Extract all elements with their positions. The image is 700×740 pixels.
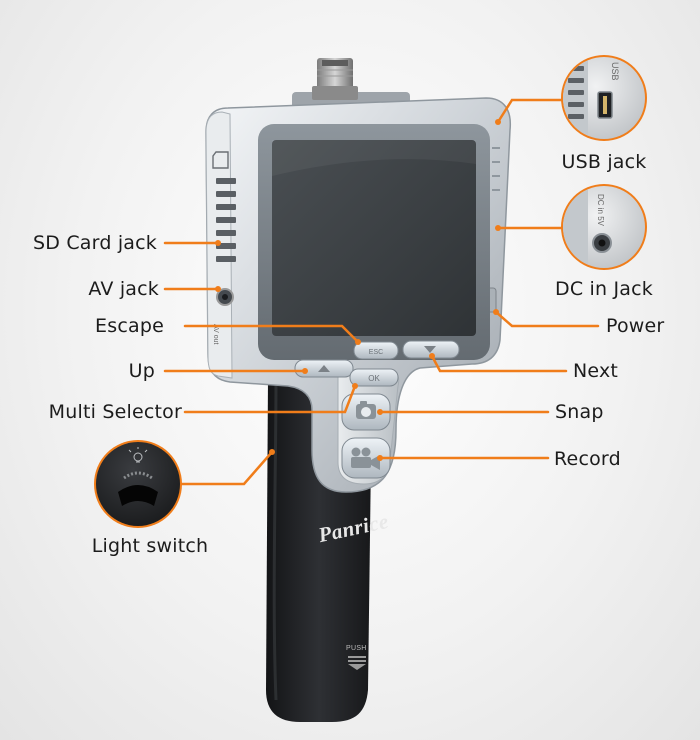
label-up: Up bbox=[128, 360, 155, 382]
label-av-jack: AV jack bbox=[88, 278, 159, 300]
callout-line-multi-selector bbox=[183, 384, 357, 414]
label-usb-jack: USB jack bbox=[561, 151, 647, 173]
push-arrows bbox=[348, 656, 366, 670]
callout-line-power bbox=[494, 310, 600, 328]
callout-line-next bbox=[430, 354, 568, 373]
up-button[interactable] bbox=[294, 359, 354, 378]
label-dc-in-jack: DC in Jack bbox=[555, 278, 653, 300]
svg-text:ESC: ESC bbox=[369, 349, 383, 356]
bulb-icon bbox=[128, 447, 148, 463]
vent-slots bbox=[216, 178, 236, 262]
label-next: Next bbox=[573, 360, 619, 382]
label-escape: Escape bbox=[95, 315, 164, 337]
callout-dots bbox=[215, 119, 501, 461]
callout-lines bbox=[163, 98, 600, 486]
label-light-switch: Light switch bbox=[91, 535, 209, 557]
ok-button[interactable]: OK bbox=[349, 368, 399, 387]
label-power: Power bbox=[606, 315, 665, 337]
label-sd-card-jack: SD Card jack bbox=[33, 232, 157, 254]
callout-line-light-switch bbox=[178, 450, 274, 486]
usb-jack-detail: USB bbox=[561, 55, 647, 141]
label-snap: Snap bbox=[555, 401, 604, 423]
svg-text:OK: OK bbox=[368, 374, 380, 383]
light-switch-detail bbox=[94, 440, 182, 528]
label-record: Record bbox=[554, 448, 621, 470]
callout-line-usb bbox=[496, 98, 568, 124]
lcd-screen bbox=[272, 140, 476, 336]
av-jack-port bbox=[216, 288, 234, 306]
sd-card-icon bbox=[212, 151, 229, 169]
label-multi-selector: Multi Selector bbox=[48, 401, 182, 423]
svg-text:USB: USB bbox=[610, 62, 620, 81]
dc-in-jack-detail: DC in 5V bbox=[561, 184, 647, 270]
right-side-ridges bbox=[492, 147, 500, 191]
callout-line-escape bbox=[183, 324, 360, 344]
av-out-text: AV out bbox=[212, 324, 219, 345]
push-text: PUSH bbox=[346, 645, 367, 652]
svg-text:DC in 5V: DC in 5V bbox=[596, 194, 605, 227]
escape-button[interactable]: ESC bbox=[353, 341, 399, 360]
record-button[interactable] bbox=[341, 437, 391, 479]
